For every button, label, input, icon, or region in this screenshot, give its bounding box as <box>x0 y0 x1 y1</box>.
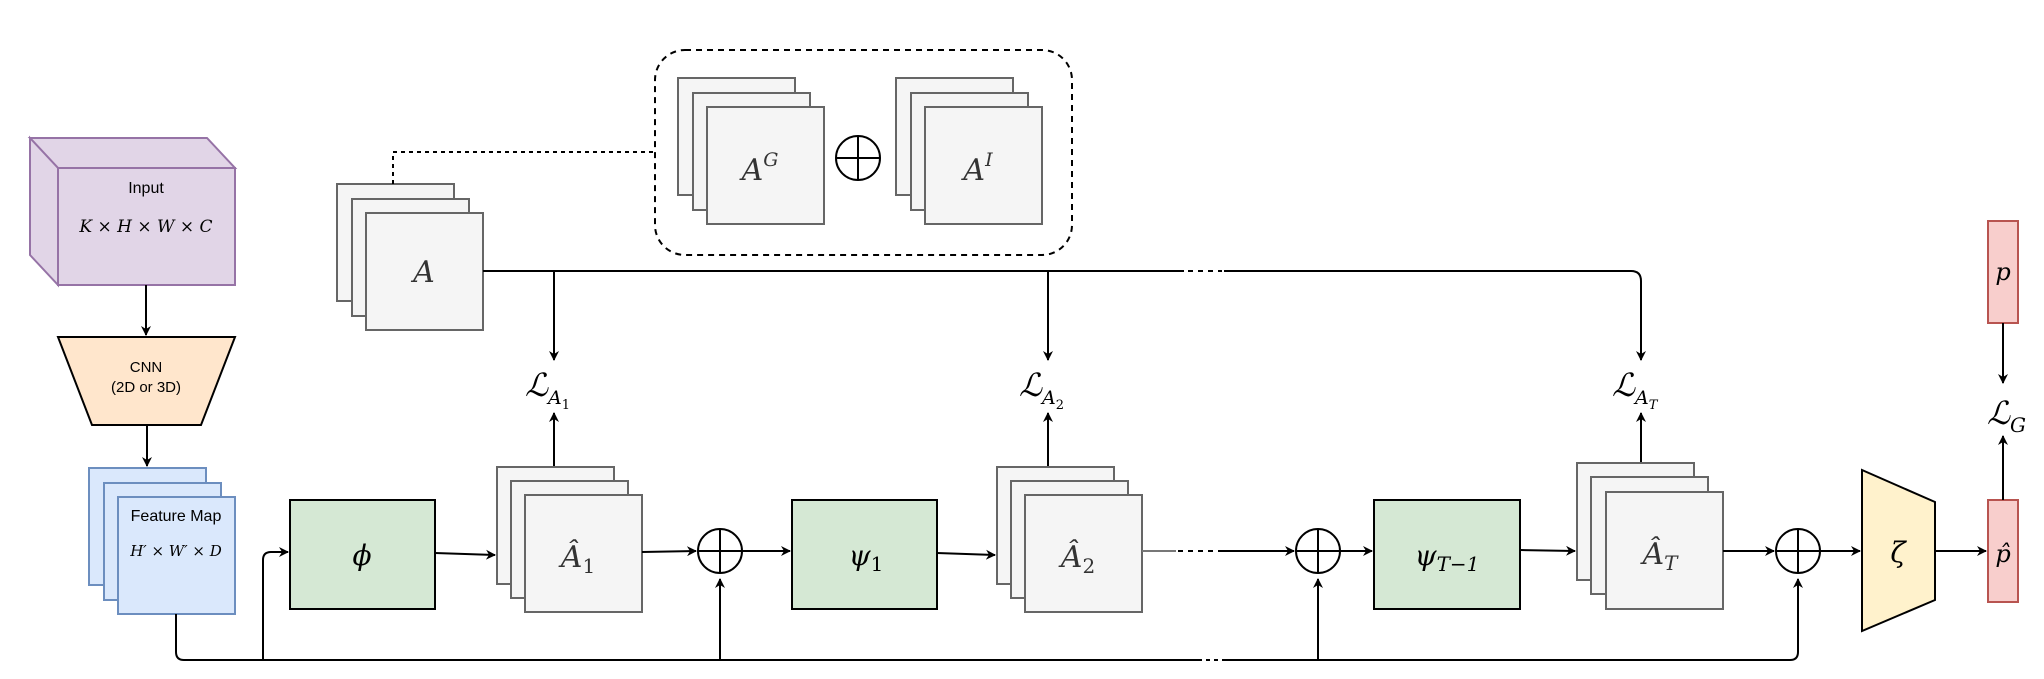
global-attention-label: A <box>739 153 764 188</box>
sum-node-3 <box>1775 528 1821 574</box>
svg-text:ψ1: ψ1 <box>849 539 884 576</box>
loss-1: ℒA1 <box>525 366 570 413</box>
target-bus <box>483 270 1642 358</box>
arrow-bus-phi <box>262 547 289 660</box>
arrow-phi-a1 <box>434 549 496 560</box>
psi-T-block: ψT−1 <box>1373 499 1521 610</box>
input-title: Input <box>128 180 164 197</box>
input-volume: Input K × H × W × C <box>27 135 238 288</box>
svg-text:ψT−1: ψT−1 <box>1415 539 1480 576</box>
ground-truth-label: p <box>1995 258 2010 286</box>
svg-text:ÂT: ÂT <box>1639 536 1679 575</box>
feature-map-shape: H′ × W′ × D <box>129 542 222 560</box>
feature-map-title: Feature Map <box>131 508 222 525</box>
a-hat-1-stack: Â1 <box>496 466 643 613</box>
loss-2: ℒA2 <box>1019 366 1064 413</box>
a-hat-T-stack: ÂT <box>1576 462 1724 610</box>
zeta-label: ζ <box>1890 536 1907 569</box>
feature-map-stack: Feature Map H′ × W′ × D <box>88 467 236 615</box>
input-shape: K × H × W × C <box>78 217 212 237</box>
ground-truth-vector: p <box>1987 220 2019 324</box>
prediction-vector: p̂ <box>1987 499 2019 603</box>
a-hat-2-label: Â <box>1058 539 1083 575</box>
psi-1-block: ψ1 <box>791 499 938 610</box>
svg-text:Â1: Â1 <box>558 539 595 578</box>
sum-node-1 <box>697 528 743 574</box>
loss-T: ℒAT <box>1612 366 1659 413</box>
individual-attention-label: A <box>960 153 985 188</box>
combine-operator-icon <box>835 135 881 181</box>
loss-G: ℒG <box>1987 394 2026 437</box>
svg-text:AG: AG <box>739 149 779 188</box>
dashed-link <box>392 151 655 184</box>
attention-target-label: A <box>410 255 435 290</box>
attention-target-stack: A <box>336 183 484 331</box>
sum-node-2 <box>1295 528 1341 574</box>
attention-components-box: AG AI <box>654 49 1073 256</box>
psi-T-label: ψ <box>1415 539 1438 572</box>
cnn-block: CNN (2D or 3D) <box>56 336 237 426</box>
cnn-sublabel: (2D or 3D) <box>111 379 181 396</box>
phi-label: ϕ <box>352 539 371 572</box>
zeta-head: ζ <box>1861 468 1936 633</box>
prediction-label: p̂ <box>1995 540 2010 568</box>
phi-block: ϕ <box>289 499 436 610</box>
cnn-label: CNN <box>130 359 163 376</box>
global-attention-sup: G <box>763 149 778 171</box>
psi-1-label: ψ <box>849 539 872 572</box>
individual-attention-sup: I <box>984 149 993 171</box>
a-hat-1-label: Â <box>558 539 583 575</box>
a-hat-T-label: Â <box>1639 536 1664 572</box>
skip-bus <box>175 580 1799 661</box>
svg-text:AI: AI <box>960 149 993 188</box>
svg-text:Â2: Â2 <box>1058 539 1095 578</box>
a-hat-2-stack: Â2 <box>996 466 1143 613</box>
